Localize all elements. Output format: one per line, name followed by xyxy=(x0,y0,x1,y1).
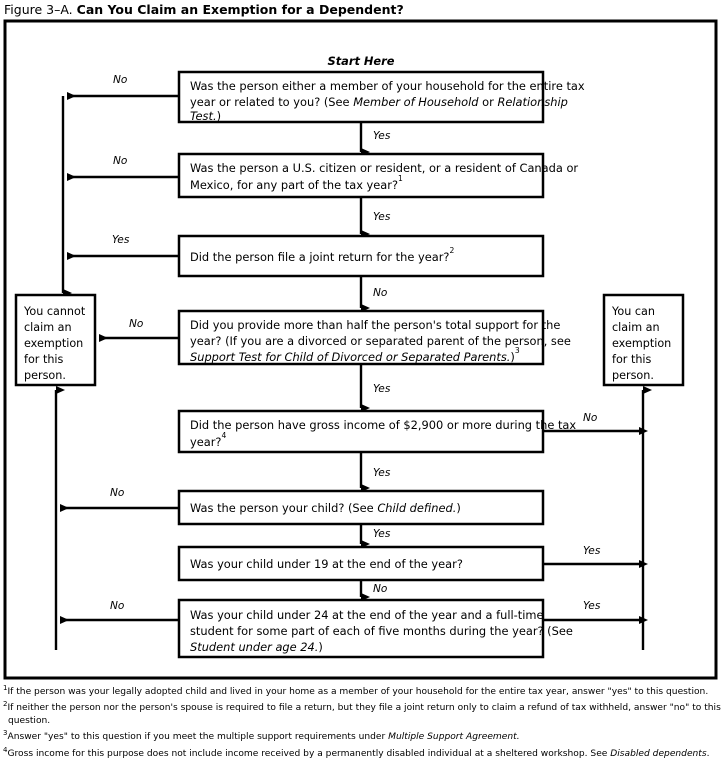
node-q7-box[interactable] xyxy=(177,545,545,582)
node-q1-line-1: Was the person either a member of your h… xyxy=(190,79,585,93)
node-cannot-claim-box[interactable] xyxy=(14,293,97,387)
node-q4-line-1: Did you provide more than half the perso… xyxy=(190,318,560,332)
edge-label-q8-yes: Yes xyxy=(583,600,601,612)
node-q2-box[interactable] xyxy=(177,152,545,199)
node-q7-line-1: Was your child under 19 at the end of th… xyxy=(190,557,463,571)
node-q6-line-1: Was the person your child? (See Child de… xyxy=(190,501,461,515)
footnotes-list: 1If the person was your legally adopted … xyxy=(3,682,721,760)
node-q4-line-3: Support Test for Child of Divorced or Se… xyxy=(190,346,520,365)
edge-label-q3-no: No xyxy=(373,287,387,299)
edge-label-q8-no: No xyxy=(110,600,124,612)
node-q8-line-1: Was your child under 24 at the end of th… xyxy=(190,608,544,622)
edge-label-q6-yes: Yes xyxy=(373,528,391,540)
edge-label-q7-yes: Yes xyxy=(583,545,601,557)
node-q2-line-1: Was the person a U.S. citizen or residen… xyxy=(190,161,578,175)
node-q8-box[interactable] xyxy=(177,598,545,659)
node-q1-line-2: year or related to you? (See Member of H… xyxy=(190,95,568,109)
node-q6-box[interactable] xyxy=(177,489,545,526)
node-q5-box[interactable] xyxy=(177,409,545,454)
edge-label-q5-yes: Yes xyxy=(373,467,391,479)
node-q2-line-2: Mexico, for any part of the tax year?1 xyxy=(190,174,403,193)
node-can-claim-line-1: You can xyxy=(611,305,655,318)
node-can-claim-line-4: for this xyxy=(612,353,652,366)
node-q3-line-1: Did the person file a joint return for t… xyxy=(190,246,454,265)
node-q8-line-2: student for some part of each of five mo… xyxy=(190,624,573,638)
node-cannot-claim-line-4: for this xyxy=(24,353,64,366)
edge-label-q6-no: No xyxy=(110,487,124,499)
node-can-claim-line-5: person. xyxy=(612,369,654,382)
edge-label-q7-no: No xyxy=(373,583,387,595)
node-cannot-claim-line-1: You cannot xyxy=(23,305,86,318)
node-q4-box[interactable] xyxy=(177,309,545,366)
footnote-1: 1If the person was your legally adopted … xyxy=(3,684,709,698)
figure-title: Figure 3–A. Can You Claim an Exemption f… xyxy=(4,2,404,17)
edge-label-q1-yes: Yes xyxy=(373,130,391,142)
start-here-label: Start Here xyxy=(328,54,395,68)
figure-border xyxy=(3,19,718,680)
node-q8-line-3: Student under age 24.) xyxy=(190,640,323,654)
edge-label-q4-no: No xyxy=(129,318,143,330)
edge-label-q3-yes: Yes xyxy=(112,234,130,246)
figure-title-text: Can You Claim an Exemption for a Depende… xyxy=(76,2,404,17)
node-cannot-claim-line-5: person. xyxy=(24,369,66,382)
footnote-3: 3Answer "yes" to this question if you me… xyxy=(3,729,520,743)
footnote-4: 4Gross income for this purpose does not … xyxy=(3,745,710,759)
edge-label-q2-no: No xyxy=(113,155,127,167)
node-q5-line-2: year?4 xyxy=(190,431,226,450)
node-cannot-claim-line-2: claim an xyxy=(24,321,72,334)
node-can-claim-line-2: claim an xyxy=(612,321,660,334)
edge-label-q4-yes: Yes xyxy=(373,383,391,395)
edge-label-q1-no: No xyxy=(113,74,127,86)
edge-label-q5-no: No xyxy=(583,412,597,424)
node-can-claim-line-3: exemption xyxy=(612,337,671,350)
footnote-2-continuation: question. xyxy=(8,715,51,726)
node-cannot-claim-line-3: exemption xyxy=(24,337,83,350)
node-can-claim-box[interactable] xyxy=(602,293,685,387)
node-q4-line-2: year? (If you are a divorced or separate… xyxy=(190,334,571,348)
node-q3-box[interactable] xyxy=(177,234,545,278)
flowchart-canvas: Start Here No Yes No Yes Yes No No Yes N… xyxy=(3,19,718,680)
node-q1-box[interactable] xyxy=(177,70,545,124)
node-q1-line-3: Test.) xyxy=(190,109,221,123)
edge-label-q2-yes: Yes xyxy=(373,211,391,223)
node-q5-line-1: Did the person have gross income of $2,9… xyxy=(190,418,576,432)
footnote-2: 2If neither the person nor the person's … xyxy=(3,700,721,714)
figure-number: Figure 3–A. xyxy=(4,2,73,17)
